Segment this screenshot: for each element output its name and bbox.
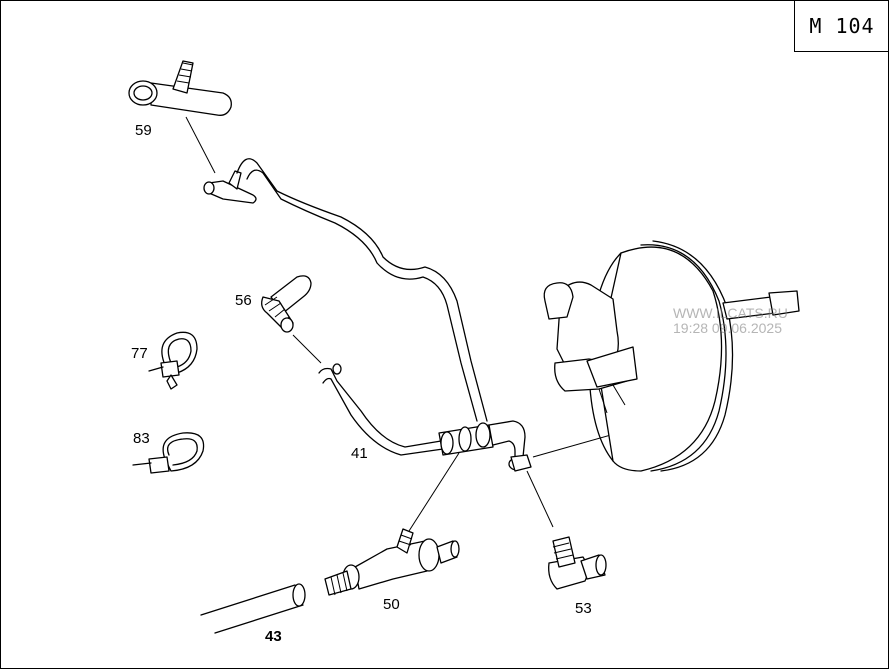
part-59-t-connector xyxy=(128,60,232,116)
hose-41 xyxy=(236,158,532,472)
part-83-cable-tie xyxy=(132,432,205,474)
hose-fitting-top xyxy=(203,170,257,204)
label-59: 59 xyxy=(135,122,152,139)
watermark: WWW.ILCATS.RU 19:28 09.06.2025 xyxy=(673,305,788,337)
label-41: 41 xyxy=(351,445,368,462)
part-50-check-valve xyxy=(324,528,460,596)
leader-53 xyxy=(526,470,554,528)
model-box: M 104 xyxy=(794,1,888,52)
label-53: 53 xyxy=(575,600,592,617)
label-56: 56 xyxy=(235,292,252,309)
leader-50 xyxy=(408,452,460,532)
label-77: 77 xyxy=(131,345,148,362)
part-77-cable-tie xyxy=(148,331,198,390)
model-label: M 104 xyxy=(809,14,875,38)
hose-41-end xyxy=(332,363,342,375)
label-43: 43 xyxy=(265,628,282,645)
part-43-hose xyxy=(200,583,306,634)
leader-59 xyxy=(185,116,216,174)
leader-56 xyxy=(292,334,322,364)
label-50: 50 xyxy=(383,596,400,613)
part-56-elbow-hose xyxy=(261,275,312,333)
watermark-line-1: WWW.ILCATS.RU xyxy=(673,305,788,321)
watermark-line-2: 19:28 09.06.2025 xyxy=(673,320,782,337)
brake-booster xyxy=(543,240,800,472)
label-83: 83 xyxy=(133,430,150,447)
part-53-angle-fitting xyxy=(548,536,607,590)
